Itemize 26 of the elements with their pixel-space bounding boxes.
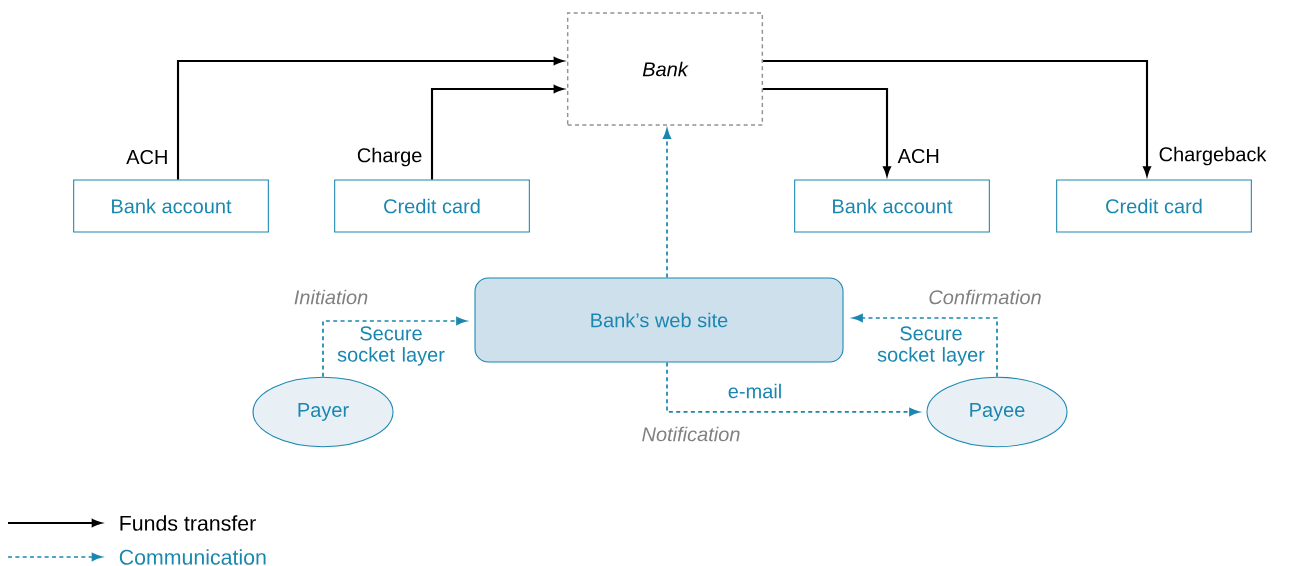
arrow xyxy=(763,87,891,176)
web-site-box: Bank’s web site xyxy=(474,277,844,363)
edge-label: ACH xyxy=(896,147,942,165)
arrow xyxy=(666,361,920,417)
account-box: Bank account xyxy=(73,179,269,233)
process-box: Bank xyxy=(566,12,764,126)
edge-label: Charge xyxy=(355,146,424,168)
arrow xyxy=(662,128,672,279)
phase-label: Notification xyxy=(642,426,740,442)
account-box: Bank account xyxy=(794,179,990,233)
edge-label: e-mail xyxy=(726,382,784,400)
edge-label: Chargeback xyxy=(1157,145,1268,167)
arrow xyxy=(763,59,1151,176)
legend-label: Funds transfer xyxy=(120,515,256,531)
phase-label: Confirmation xyxy=(929,289,1041,305)
arrow xyxy=(176,57,564,180)
legend-label: Communication xyxy=(119,549,266,565)
edge-label: ACH xyxy=(124,148,170,166)
edge-label: Secure socket layer xyxy=(331,324,451,368)
arrow xyxy=(322,316,467,378)
phase-label: Initiation xyxy=(294,289,368,305)
arrow xyxy=(430,85,564,180)
account-box: Credit card xyxy=(334,179,530,233)
account-box: Credit card xyxy=(1056,179,1252,233)
arrow xyxy=(852,313,998,378)
edge-label: Secure socket layer xyxy=(871,324,991,368)
